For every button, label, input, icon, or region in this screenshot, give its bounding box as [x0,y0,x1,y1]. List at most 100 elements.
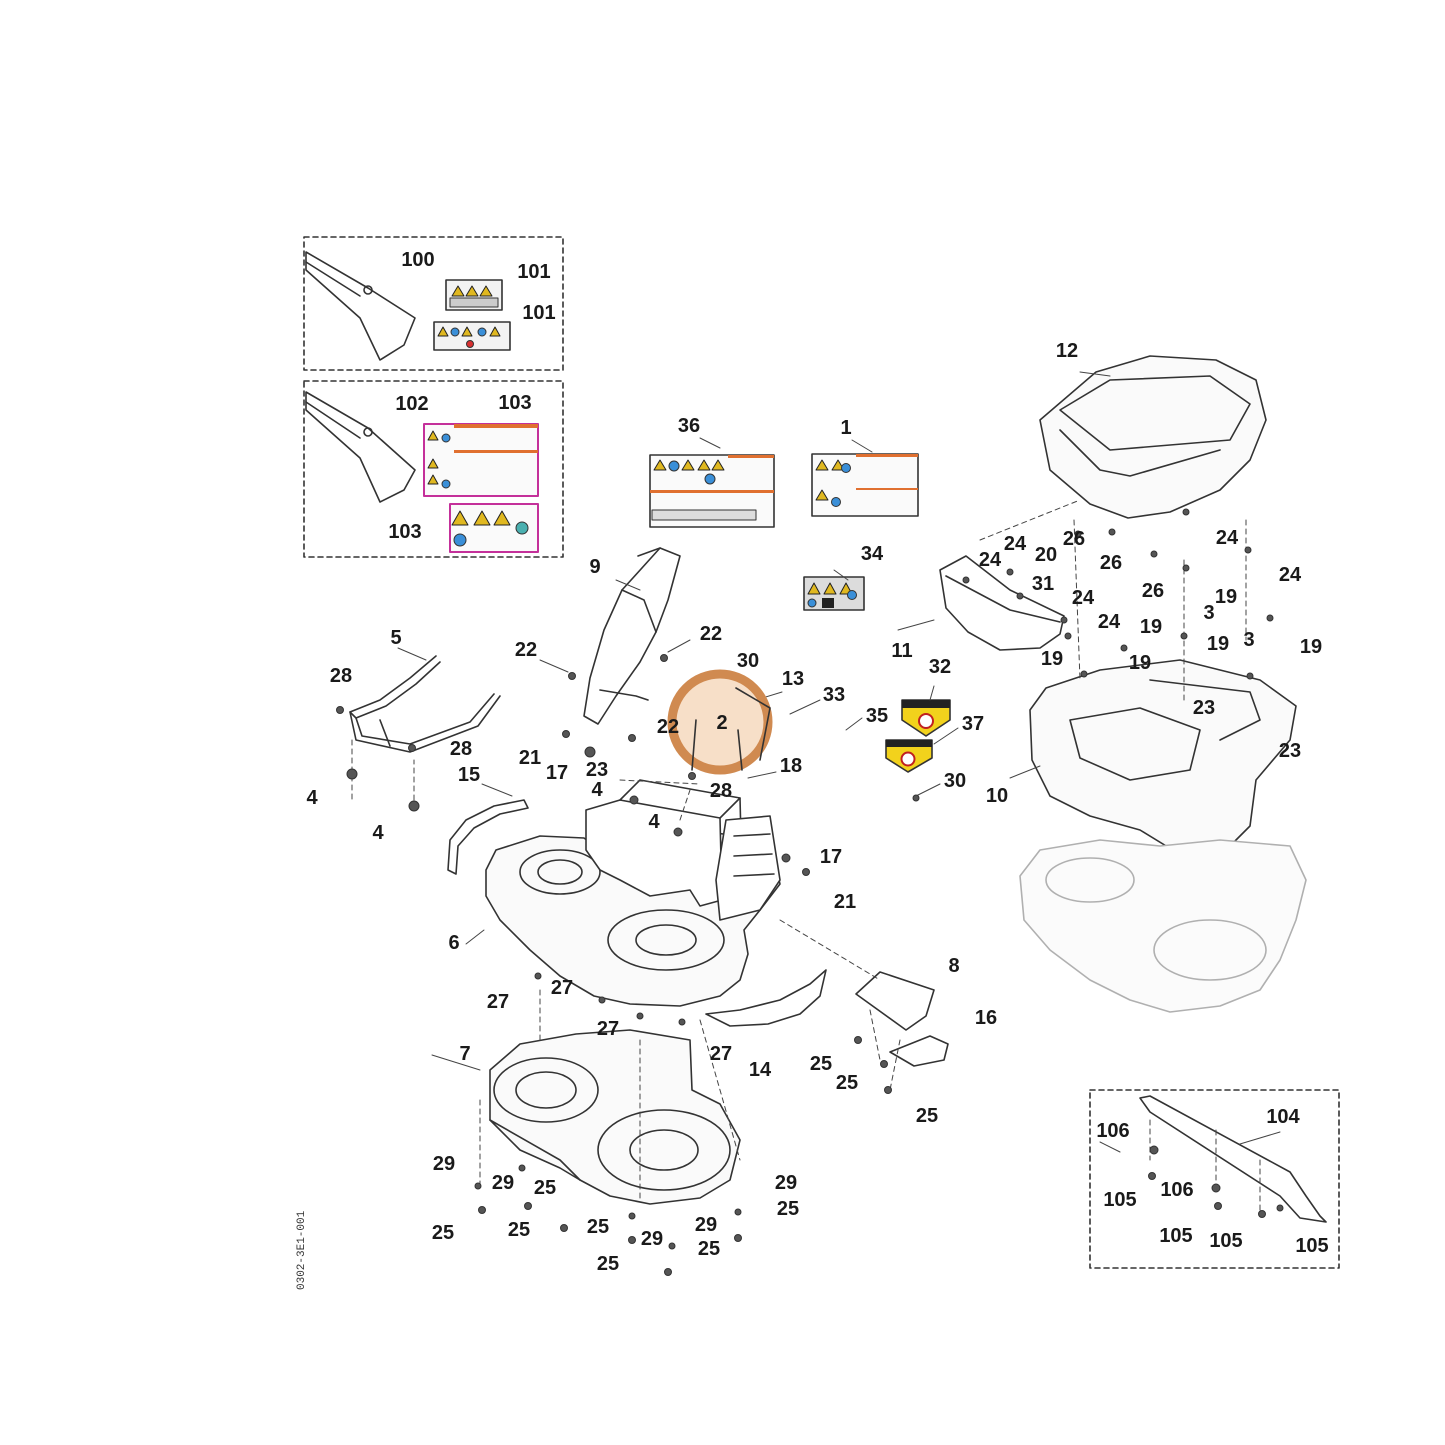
callout-23: 23 [1278,740,1302,762]
callout-19: 19 [1214,586,1238,608]
callout-103: 103 [388,521,422,543]
callout-3: 3 [1203,602,1215,624]
mower-deck-part-6 [485,779,781,1007]
hood-part-12 [1039,355,1267,519]
decal-103-b [449,503,539,553]
callout-25: 25 [533,1177,557,1199]
callout-103: 103 [498,392,532,414]
callout-21: 21 [518,747,542,769]
decal-101-a [445,279,503,311]
lever-part-102 [305,391,416,503]
decal-1 [811,453,919,517]
callout-24: 24 [1071,587,1095,609]
callout-14: 14 [748,1059,772,1081]
callout-27: 27 [709,1043,733,1065]
callout-20: 20 [1034,544,1058,566]
rod-part-5 [349,655,501,753]
callout-27: 27 [550,977,574,999]
callout-36: 36 [677,415,701,437]
callout-24: 24 [1215,527,1239,549]
callout-30: 30 [736,650,760,672]
callout-1: 1 [840,417,852,439]
callout-25: 25 [507,1219,531,1241]
callout-24: 24 [1097,611,1121,633]
callout-17: 17 [819,846,843,868]
side-panel-part-23 [715,815,781,921]
strip-part-104 [1139,1095,1327,1223]
drawing-code: 0302-3E1-001 [296,1210,308,1290]
decal-32 [901,699,951,737]
callout-4: 4 [648,811,660,833]
decal-34 [803,576,865,611]
decal-36 [649,454,775,528]
callout-19: 19 [1128,652,1152,674]
chassis-body-part-10 [1029,659,1297,857]
cutter-housing-part-7 [489,1029,741,1205]
lever-part-100 [305,251,416,361]
callout-24: 24 [1278,564,1302,586]
callout-19: 19 [1299,636,1323,658]
callout-3: 3 [1243,629,1255,651]
callout-16: 16 [974,1007,998,1029]
callout-106: 106 [1096,1120,1130,1142]
callout-29: 29 [491,1172,515,1194]
callout-26: 26 [1062,528,1086,550]
callout-19: 19 [1206,633,1230,655]
callout-33: 33 [822,684,846,706]
inset-box-102-103 [303,380,564,558]
rod-part-2 [691,687,771,771]
plate-part-8 [855,971,935,1031]
callout-4: 4 [372,822,384,844]
callout-26: 26 [1141,580,1165,602]
callout-28: 28 [449,738,473,760]
callout-29: 29 [774,1172,798,1194]
callout-29: 29 [432,1153,456,1175]
decal-37 [885,739,933,773]
callout-23: 23 [1192,697,1216,719]
callout-29: 29 [694,1214,718,1236]
callout-106: 106 [1160,1179,1194,1201]
bracket-part-16 [889,1035,949,1067]
callout-27: 27 [596,1018,620,1040]
assembly-lines [351,499,1261,1211]
callout-25: 25 [809,1053,833,1075]
callout-32: 32 [928,656,952,678]
callout-18: 18 [779,755,803,777]
callout-25: 25 [697,1238,721,1260]
callout-25: 25 [776,1198,800,1220]
decal-101-b [433,321,511,351]
fasteners [336,508,1284,1276]
callout-19: 19 [1040,648,1064,670]
callout-105: 105 [1103,1189,1137,1211]
deflector-part-14 [705,969,827,1027]
callout-2: 2 [716,712,728,734]
callout-13: 13 [781,668,805,690]
callout-37: 37 [961,713,985,735]
inset-box-104-106 [1089,1089,1340,1269]
callout-21: 21 [833,891,857,913]
front-cover-part-11 [939,555,1065,651]
callout-30: 30 [943,770,967,792]
leader-lines [397,371,1281,1153]
callout-24: 24 [1003,533,1027,555]
callout-6: 6 [448,932,460,954]
callout-19: 19 [1139,616,1163,638]
callout-10: 10 [985,785,1009,807]
callout-22: 22 [656,716,680,738]
callout-25: 25 [915,1105,939,1127]
callout-105: 105 [1295,1235,1329,1257]
callout-100: 100 [401,249,435,271]
callout-25: 25 [596,1253,620,1275]
callout-34: 34 [860,543,884,565]
callout-27: 27 [486,991,510,1013]
callout-101: 101 [517,261,551,283]
callout-28: 28 [709,780,733,802]
callout-105: 105 [1209,1230,1243,1252]
callout-9: 9 [589,556,601,578]
inset-box-100-101 [303,236,564,371]
belt-guard-part-15 [447,799,529,875]
callout-17: 17 [545,762,569,784]
callout-23: 23 [585,759,609,781]
callout-31: 31 [1031,573,1055,595]
